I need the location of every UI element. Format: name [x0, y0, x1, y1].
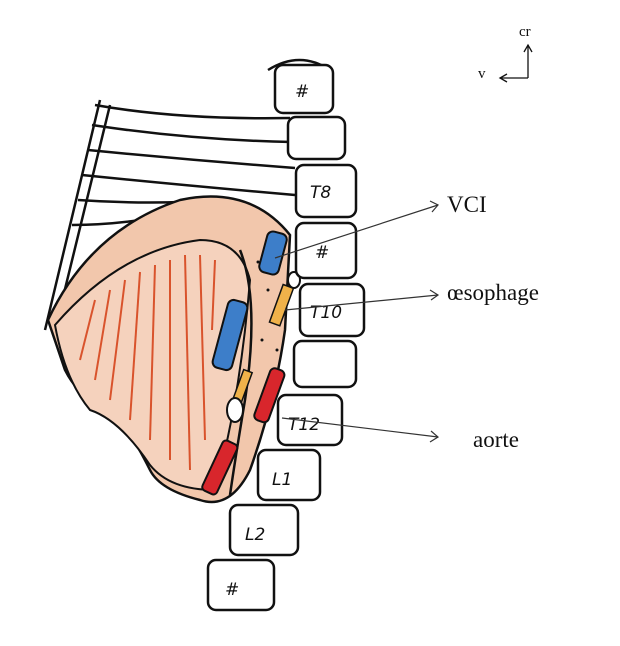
- vci-lower: [211, 298, 249, 372]
- svg-text:#: #: [295, 82, 309, 102]
- svg-text:T10: T10: [310, 303, 342, 323]
- svg-text:L2: L2: [245, 525, 265, 545]
- aorta-vessel: [253, 367, 286, 424]
- aorta-lower: [201, 439, 239, 496]
- svg-text:L1: L1: [272, 470, 292, 490]
- spine: [206, 63, 366, 612]
- vci-label: VCI: [447, 192, 487, 217]
- orientation-arrows: [498, 43, 533, 83]
- oesophagus-vessel: [268, 283, 295, 327]
- svg-text:#: #: [225, 580, 239, 600]
- cranial-label: cr: [519, 24, 531, 40]
- vertebra-labels: # T8 # T10 T12 L1 L2 #: [225, 82, 342, 600]
- ventral-label: v: [478, 66, 486, 82]
- svg-text:T12: T12: [288, 415, 320, 435]
- oesophagus-label: œsophage: [447, 280, 539, 305]
- aorta-label: aorte: [473, 427, 519, 452]
- ribs: [43, 58, 331, 331]
- muscle-fibres: [79, 254, 216, 471]
- leader-lines: [274, 200, 440, 443]
- svg-text:#: #: [315, 243, 329, 263]
- svg-text:T8: T8: [310, 183, 331, 203]
